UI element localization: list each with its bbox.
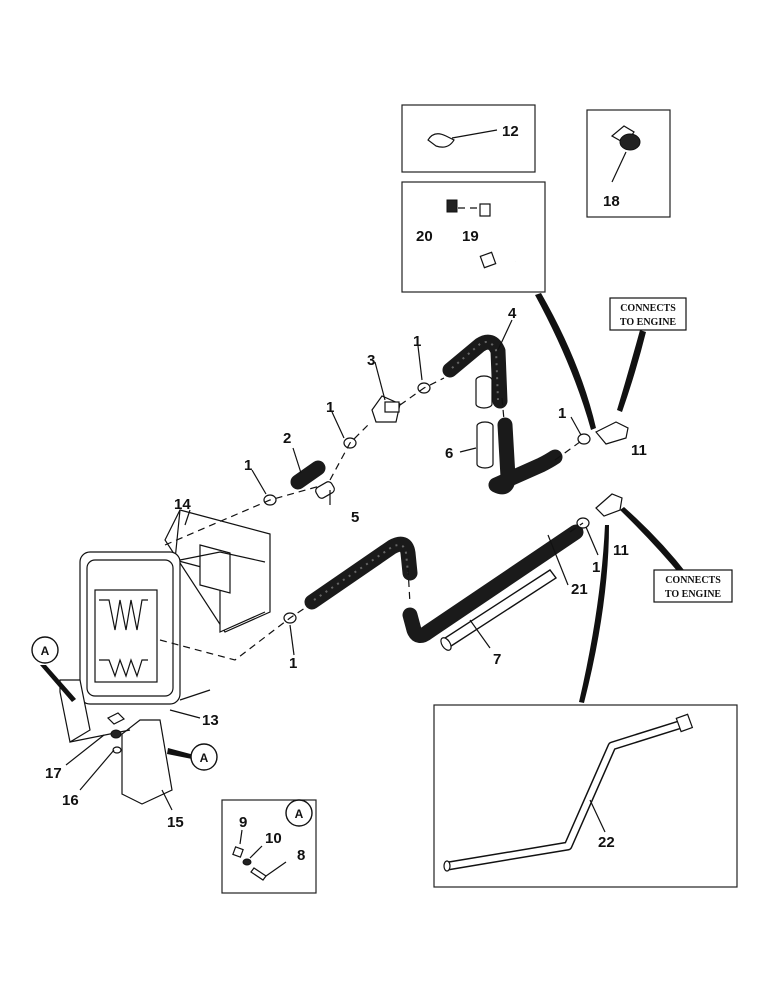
callout-1-d: 1 <box>558 405 566 422</box>
connects-note-upper-line1: CONNECTS <box>620 303 676 314</box>
callout-8: 8 <box>297 847 305 864</box>
callout-20: 20 <box>416 228 433 245</box>
callout-11-a: 11 <box>631 442 647 459</box>
ref-marker-a1-label: A <box>41 644 50 658</box>
callout-1-b: 1 <box>326 399 334 416</box>
callout-19: 19 <box>462 228 479 245</box>
callout-1-e: 1 <box>289 655 297 672</box>
lower-hose <box>304 524 584 651</box>
part-callouts: 1 1 1 1 1 1 2 3 4 5 6 7 8 9 10 11 11 12 … <box>45 123 647 864</box>
inset-tube-22 <box>433 704 738 888</box>
callout-5: 5 <box>351 509 359 526</box>
callout-21: 21 <box>571 581 588 598</box>
inset-clamp-12 <box>401 104 536 173</box>
callout-3: 3 <box>367 352 375 369</box>
ref-marker-a2-label: A <box>200 751 209 765</box>
inset-elbow-19-20 <box>401 181 546 293</box>
small-parts <box>263 382 629 624</box>
callout-10: 10 <box>265 830 282 847</box>
leader-bands <box>40 293 688 760</box>
heater-unit <box>79 509 271 705</box>
connects-note-lower: CONNECTS TO ENGINE <box>653 569 733 603</box>
callout-7: 7 <box>493 651 501 668</box>
connects-note-lower-line2: TO ENGINE <box>665 589 722 600</box>
callout-1-a: 1 <box>244 457 252 474</box>
inset-fasteners-8-9-10 <box>221 799 317 894</box>
assembly-lines <box>159 377 585 661</box>
callout-1-f: 1 <box>592 559 600 576</box>
ref-marker-a2: A <box>190 743 218 771</box>
callout-12: 12 <box>502 123 519 140</box>
callout-9: 9 <box>239 814 247 831</box>
callout-15: 15 <box>167 814 184 831</box>
callout-17: 17 <box>45 765 62 782</box>
ref-marker-a3-label: A <box>295 807 304 821</box>
callout-13: 13 <box>202 712 219 729</box>
connects-note-lower-line1: CONNECTS <box>665 575 721 586</box>
ref-marker-a3: A <box>285 799 313 827</box>
callout-2: 2 <box>283 430 291 447</box>
connects-note-upper-line2: TO ENGINE <box>620 317 677 328</box>
callout-4: 4 <box>508 305 517 322</box>
connects-note-upper: CONNECTS TO ENGINE <box>609 297 687 331</box>
callout-18: 18 <box>603 193 620 210</box>
inset-clip-18 <box>586 109 671 218</box>
callout-1-c: 1 <box>413 333 421 350</box>
ref-marker-a1: A <box>31 636 59 664</box>
upper-hose <box>442 334 563 495</box>
callout-22: 22 <box>598 834 615 851</box>
callout-leaders <box>65 319 599 811</box>
callout-14: 14 <box>174 496 191 513</box>
callout-11-b: 11 <box>613 542 629 559</box>
callout-6: 6 <box>445 445 453 462</box>
callout-16: 16 <box>62 792 79 809</box>
